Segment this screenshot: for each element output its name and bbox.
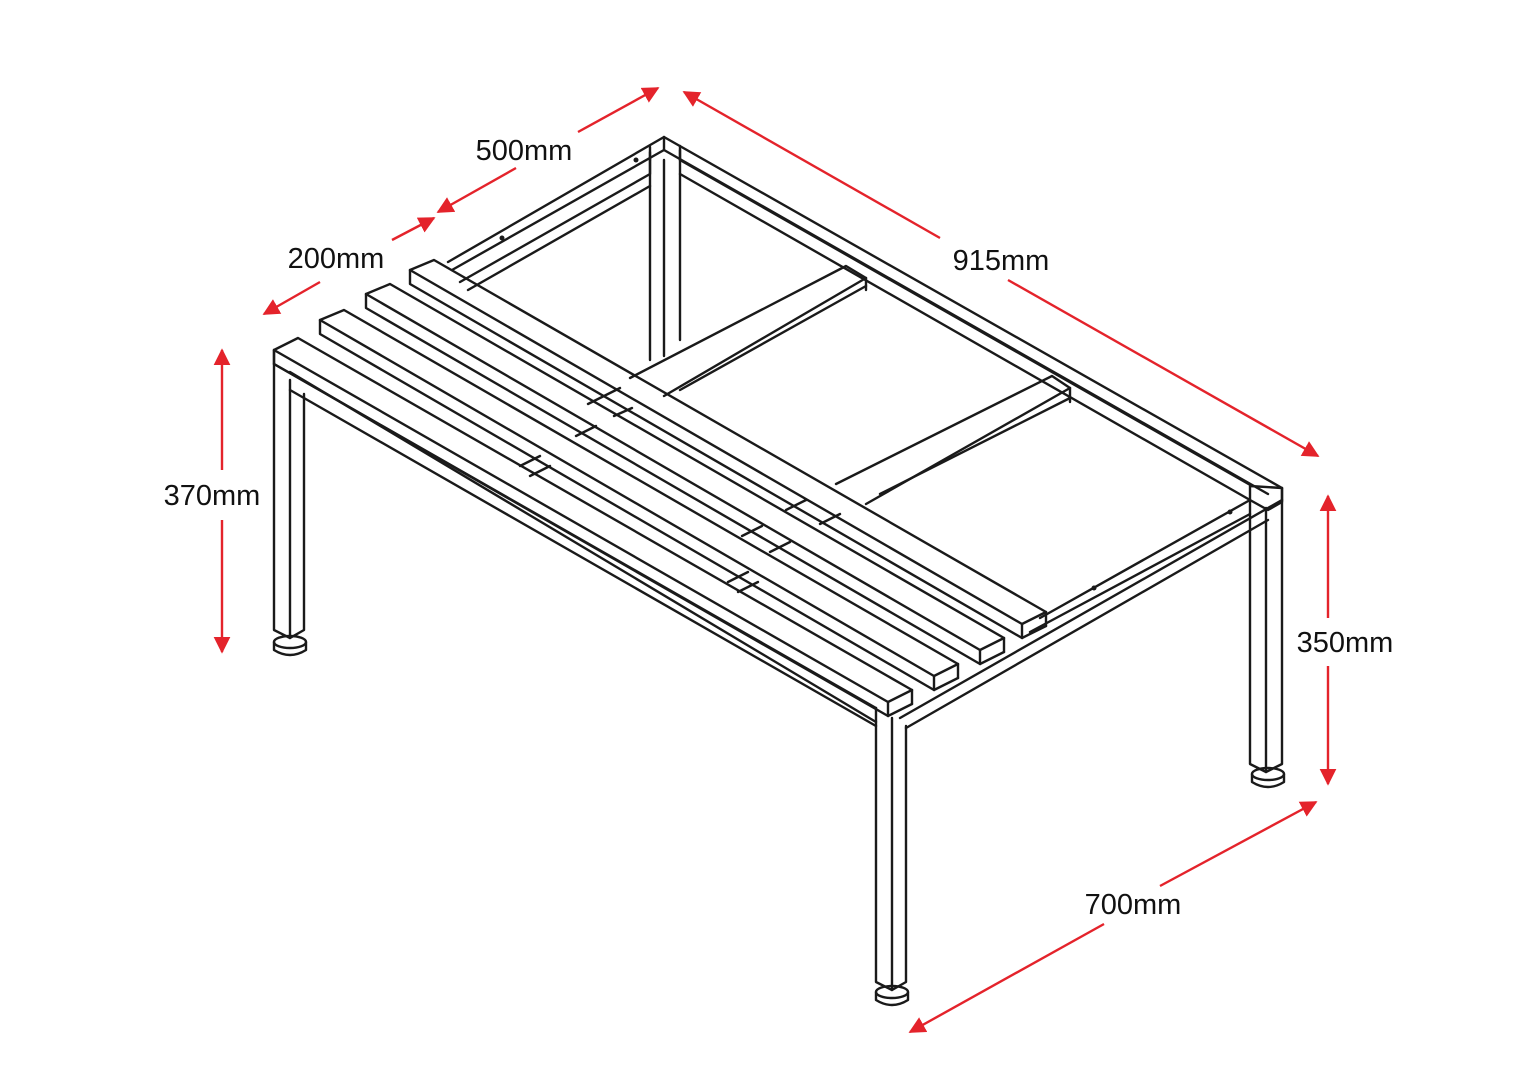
- label-seat-depth: 200mm: [288, 243, 385, 275]
- seat-slat-3: [364, 282, 1006, 666]
- back-right-leg: [1248, 486, 1286, 789]
- slat-supports: [518, 386, 842, 594]
- front-left-leg: [272, 348, 308, 657]
- cross-member-1: [628, 264, 868, 398]
- screw-dots: [499, 157, 1233, 591]
- back-left-post: [648, 148, 682, 362]
- dim-200-arrow-a: [391, 216, 436, 242]
- label-width: 700mm: [1085, 889, 1182, 921]
- frame-right-corner: [1248, 484, 1284, 512]
- bench-frame: [272, 135, 1286, 1007]
- label-frame-height: 350mm: [1297, 627, 1394, 659]
- front-right-leg: [874, 706, 910, 1007]
- seat-slat-2: [318, 308, 960, 692]
- dimension-labels: 500mm 200mm 915mm 370mm 350mm 700mm: [164, 135, 1394, 921]
- seat-slat-4: [408, 258, 1048, 640]
- dim-200-arrow-b: [262, 280, 321, 316]
- dim-500-arrow-a: [577, 86, 660, 134]
- seat-slat-1: [272, 336, 914, 718]
- label-depth-top: 500mm: [476, 135, 573, 167]
- dim-700-arrow-a: [1159, 800, 1318, 888]
- frame-front-right-rail: [898, 498, 1284, 730]
- dim-700-arrow-b: [908, 922, 1105, 1034]
- frame-right-rail: [678, 158, 1254, 502]
- dim-500-arrow-b: [436, 166, 517, 214]
- dimension-lines: [213, 86, 1337, 1034]
- dim-915-arrow-b: [1007, 278, 1320, 458]
- dim-915-arrow-a: [682, 90, 941, 240]
- label-seat-height: 370mm: [164, 480, 261, 512]
- frame-left-rail: [458, 158, 652, 292]
- cross-member-2: [834, 374, 1072, 506]
- frame-back-corner: [446, 135, 1284, 496]
- label-length: 915mm: [953, 245, 1050, 277]
